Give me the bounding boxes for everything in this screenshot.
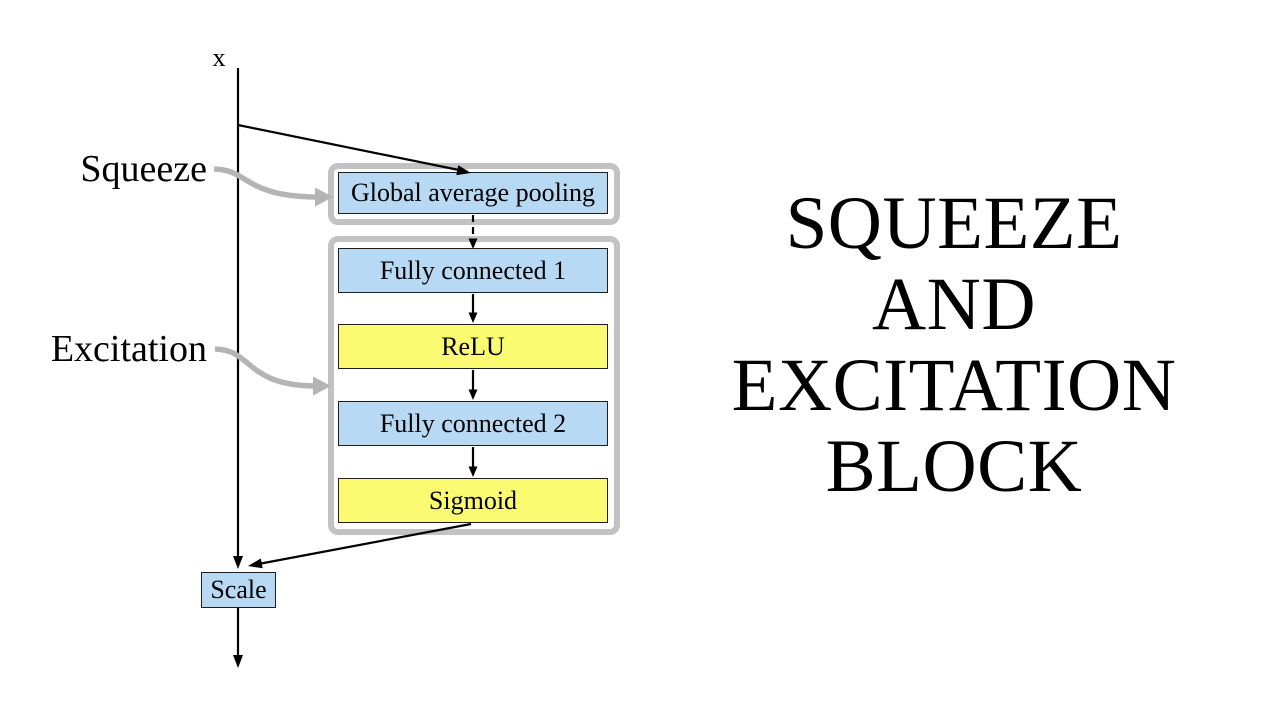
arrowhead-identity-into-scale: [233, 556, 243, 569]
slide-title: SQUEEZE AND EXCITATION BLOCK: [700, 183, 1208, 507]
slide-title-line-4: BLOCK: [825, 425, 1083, 508]
slide-title-line-3: EXCITATION: [731, 344, 1177, 427]
excitation-annotation-arrow: [214, 346, 315, 389]
arrowhead-sigmoid-into-scale: [248, 558, 263, 569]
squeeze-annotation-arrow: [213, 166, 317, 200]
node-fully-connected-2: Fully connected 2: [338, 401, 608, 446]
node-scale: Scale: [201, 572, 276, 608]
slide-title-line-2: AND: [872, 263, 1036, 346]
node-fully-connected-1: Fully connected 1: [338, 248, 608, 293]
node-global-average-pooling: Global average pooling: [338, 172, 608, 214]
node-relu: ReLU: [338, 324, 608, 369]
annotation-arrows: [213, 166, 333, 396]
node-sigmoid: Sigmoid: [338, 478, 608, 523]
input-tensor-label: x: [212, 43, 226, 72]
slide-title-line-1: SQUEEZE: [785, 182, 1123, 265]
excitation-annotation-label: Excitation: [50, 328, 207, 370]
arrowhead-output: [233, 655, 243, 668]
squeeze-annotation-label: Squeeze: [80, 148, 207, 190]
